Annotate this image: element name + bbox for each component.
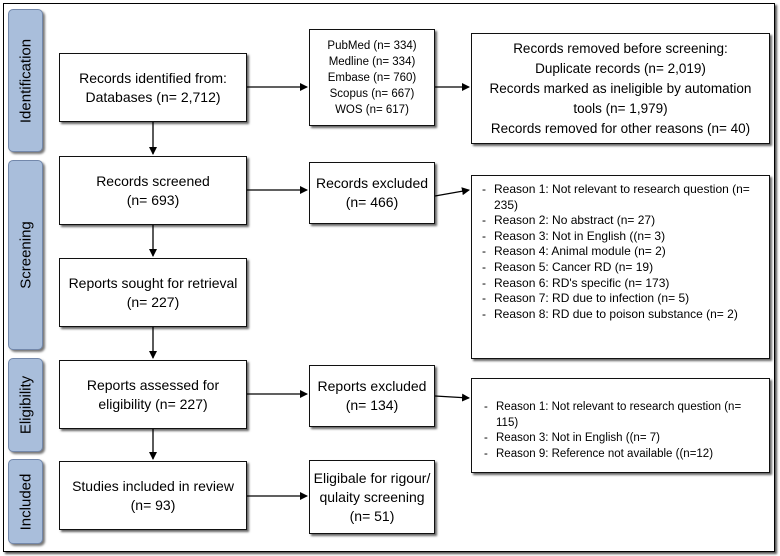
database-wos: WOS (n= 617) (335, 103, 409, 116)
box-line: Records excluded (315, 175, 429, 191)
box-line: Databases (n= 2,712) (85, 88, 221, 105)
arrow-excluded-to-reasons (434, 187, 470, 197)
exclusion-reason: Reason 6: RD's specific (n= 173) (478, 276, 765, 292)
rigour-screening-box: Eligibale for rigour/ qulaity screening … (309, 460, 435, 534)
box-line: tools (n= 1,979) (573, 100, 668, 116)
box-line: (n= 466) (345, 194, 399, 210)
screening-exclusion-reasons-box: Reason 1: Not relevant to research quest… (471, 175, 770, 359)
box-line: Records removed before screening: (513, 40, 728, 56)
exclusion-reason: Reason 8: RD due to poison substance (n=… (478, 307, 765, 323)
box-line: Reports excluded (317, 378, 427, 394)
box-line: Records removed for other reasons (n= 40… (490, 120, 751, 136)
records-removed-box: Records removed before screening: Duplic… (471, 33, 770, 144)
database-medline: Medline (n= 334) (328, 55, 416, 68)
box-line: (n= 134) (345, 397, 399, 413)
exclusion-reason: Reason 9: Reference not available ((n=12… (480, 447, 765, 463)
studies-included-box: Studies included in review (n= 93) (59, 461, 247, 530)
box-line: Records identified from: (79, 69, 227, 86)
exclusion-reason: Reason 7: RD due to infection (n= 5) (478, 291, 765, 307)
exclusion-reason: Reason 3: Not in English ((n= 3) (478, 229, 765, 245)
exclusion-reason: Reason 4: Animal module (n= 2) (478, 244, 765, 260)
phase-screening: Screening (8, 160, 43, 350)
database-scopus: Scopus (n= 667) (329, 87, 415, 100)
box-line: Eligibale for rigour/ (313, 469, 431, 486)
box-line: Reports assessed for (86, 376, 220, 393)
records-identified-box: Records identified from: Databases (n= 2… (59, 53, 247, 122)
reports-excluded-box: Reports excluded (n= 134) (309, 365, 435, 427)
box-line: (n= 693) (126, 191, 180, 208)
box-line: Studies included in review (72, 477, 234, 494)
box-line: Reports sought for retrieval (68, 274, 238, 291)
exclusion-reason: Reason 5: Cancer RD (n= 19) (478, 260, 765, 276)
reports-sought-box: Reports sought for retrieval (n= 227) (59, 258, 247, 327)
exclusion-reason: Reason 1: Not relevant to research quest… (480, 400, 765, 431)
box-line: eligibility (n= 227) (98, 395, 208, 412)
phase-eligibility: Eligibility (8, 358, 43, 452)
box-line: (n= 227) (126, 293, 180, 310)
records-screened-box: Records screened (n= 693) (59, 156, 247, 225)
database-embase: Embase (n= 760) (327, 71, 417, 84)
exclusion-reason: Reason 2: No abstract (n= 27) (478, 213, 765, 229)
phase-included: Included (8, 459, 43, 544)
box-line: qulaity screening (319, 488, 425, 505)
phase-identification: Identification (8, 9, 43, 152)
box-line: Records screened (96, 172, 210, 189)
box-line: Duplicate records (n= 2,019) (535, 60, 706, 76)
box-line: (n= 51) (349, 507, 395, 524)
exclusion-reason: Reason 3: Not in English ((n= 7) (480, 431, 765, 447)
reports-assessed-box: Reports assessed for eligibility (n= 227… (59, 360, 247, 429)
box-line: Records marked as ineligible by automati… (489, 80, 752, 96)
eligibility-exclusion-reasons-box: Reason 1: Not relevant to research quest… (471, 378, 770, 473)
databases-box: PubMed (n= 334) Medline (n= 334) Embase … (309, 29, 435, 126)
database-pubmed: PubMed (n= 334) (327, 39, 417, 52)
exclusion-reason: Reason 1: Not relevant to research quest… (478, 182, 765, 213)
arrow-excluded-to-reasons2 (434, 393, 470, 402)
box-line: (n= 93) (130, 496, 176, 513)
records-excluded-box: Records excluded (n= 466) (309, 162, 435, 224)
